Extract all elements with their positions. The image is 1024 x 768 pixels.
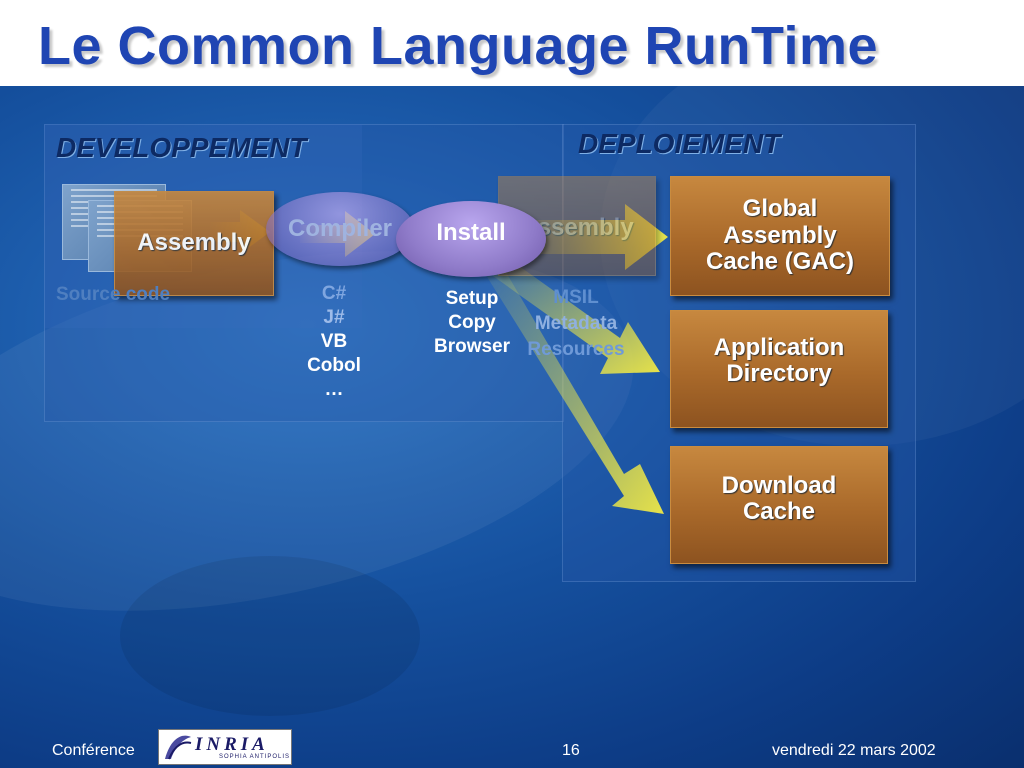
application-directory-box: Application Directory [670,310,888,428]
logo-subtext: SOPHIA ANTIPOLIS [219,754,291,760]
page-number: 16 [562,742,580,759]
assembly-content-item: Resources [527,339,625,360]
development-assembly-box: Assembly [114,191,274,296]
language-item: VB [320,331,348,352]
language-item: Cobol [307,355,361,376]
footer-date: vendredi 22 mars 2002 [772,742,936,759]
inria-logo: INRIA SOPHIA ANTIPOLIS [158,729,292,765]
download-cache-box: Download Cache [670,446,888,564]
download-cache-line: Download [721,472,837,499]
install-ellipse: Install [396,201,546,277]
deployment-title: DEPLOIEMENT [578,128,781,159]
app-directory-line: Application [713,334,845,361]
language-item: J# [323,307,345,328]
assembly-content-item: Metadata [534,313,618,334]
install-methods-list: Setup Copy Browser [420,287,524,359]
gac-line: Global [742,195,818,223]
source-code-label: Source code [56,284,171,305]
assembly-contents-list: MSIL Metadata Resources [516,285,636,363]
install-method-item: Copy [448,312,496,333]
arrow-to-app-directory [493,256,660,374]
development-title: DEVELOPPEMENT [56,132,307,163]
inria-logo-mark-icon [165,735,192,760]
compiler-ellipse: Compiler [266,192,414,266]
gac-line: Cache (GAC) [705,248,855,276]
gac-line: Assembly [723,221,837,249]
arrow-to-download-cache [484,262,664,514]
language-item: … [324,379,344,400]
compiler-label: Compiler [287,215,392,242]
language-list: C# J# VB Cobol … [298,282,370,402]
download-cache-line: Cache [742,498,816,526]
arrow-to-gac [520,204,668,270]
assembly-content-item: MSIL [553,287,599,308]
install-method-item: Setup [445,288,499,309]
logo-text: INRIA [195,734,269,755]
footer-conference: Conférence [52,742,135,759]
install-label: Install [436,219,506,246]
gac-box: Global Assembly Cache (GAC) [670,176,890,296]
install-method-item: Browser [433,336,511,357]
background-swirl [120,556,420,716]
slide-title: Le Common Language RunTime [38,16,879,76]
app-directory-line: Directory [726,360,832,388]
language-item: C# [321,283,347,304]
